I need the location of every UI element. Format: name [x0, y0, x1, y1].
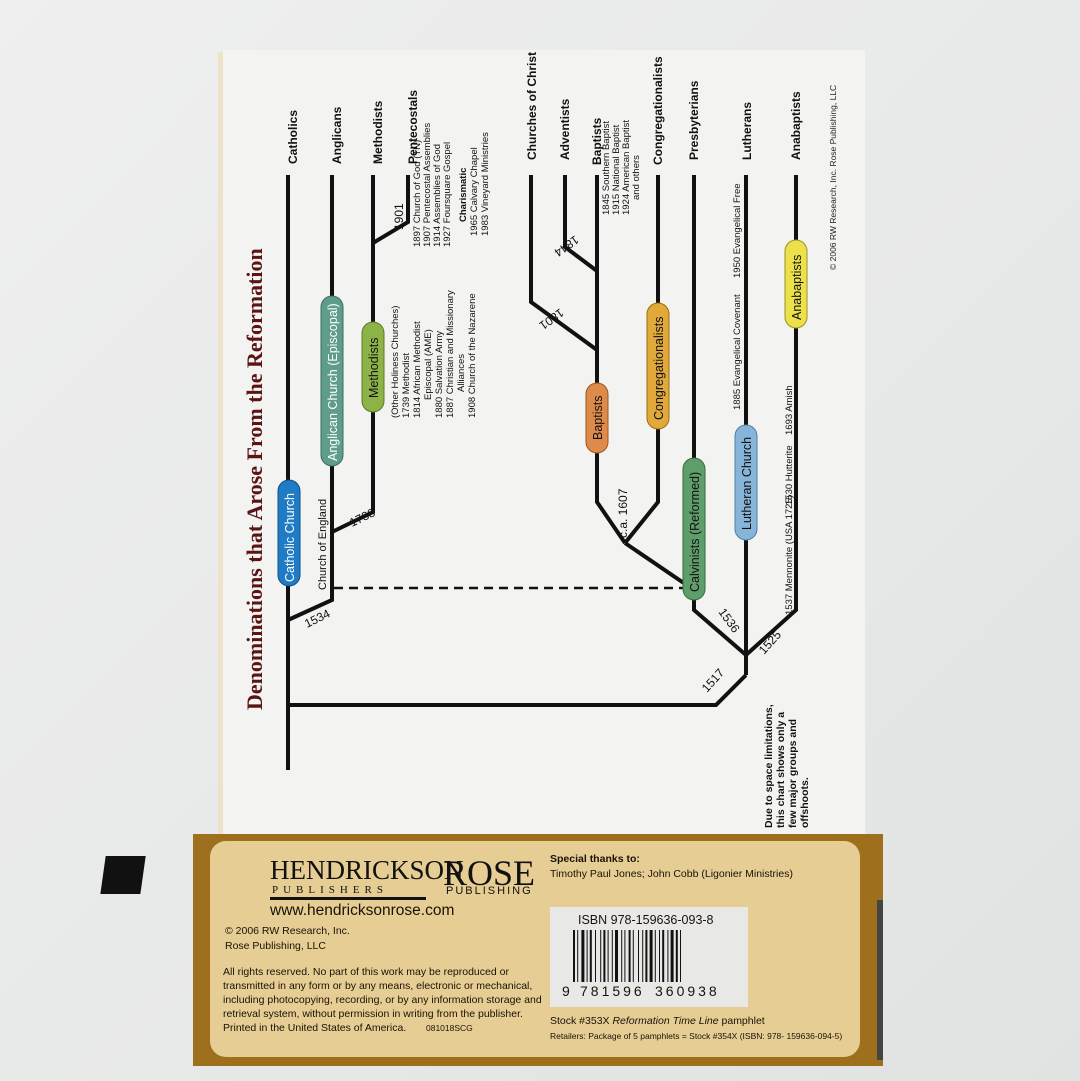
svg-text:Due to space limitations,: Due to space limitations, — [763, 704, 775, 828]
svg-text:1983 Vineyard Ministries: 1983 Vineyard Ministries — [480, 132, 491, 236]
svg-text:1897 Church of God (TN): 1897 Church of God (TN) — [412, 140, 423, 247]
label-lutherans: Lutherans — [740, 102, 754, 160]
lutheran-offshoots: 1885 Evangelical Covenant 1950 Evangelic… — [732, 183, 743, 410]
label-congregationalists: Congregationalists — [651, 56, 665, 165]
svg-text:Calvinists (Reformed): Calvinists (Reformed) — [688, 472, 702, 592]
svg-text:transmitted in any form or by: transmitted in any form or by any means,… — [223, 980, 532, 992]
barcode-group-1: 781596 — [580, 983, 645, 999]
pill-baptists: Baptists — [585, 382, 609, 454]
space-note: Due to space limitations, this chart sho… — [763, 704, 811, 828]
svg-text:Lutheran Church: Lutheran Church — [740, 437, 754, 530]
svg-text:Alliances: Alliances — [456, 354, 467, 392]
diagram-title: Denominations that Arose From the Reform… — [242, 248, 267, 710]
svg-text:1880 Salvation Army: 1880 Salvation Army — [434, 331, 445, 418]
retailers-line: Retailers: Package of 5 pamphlets = Stoc… — [550, 1031, 842, 1041]
svg-text:1537 Mennonite (USA 1725): 1537 Mennonite (USA 1725) — [784, 495, 795, 615]
label-baptists: Baptists — [590, 117, 604, 165]
svg-text:Charismatic: Charismatic — [458, 168, 469, 222]
svg-text:1915 National Baptist: 1915 National Baptist — [611, 124, 622, 215]
svg-text:Anglican Church (Episcopal): Anglican Church (Episcopal) — [326, 303, 340, 461]
pill-calvinists: Calvinists (Reformed) — [682, 457, 706, 601]
pill-anabaptists: Anabaptists — [784, 239, 808, 329]
svg-text:few major groups and: few major groups and — [787, 719, 799, 828]
pill-anglican-church: Anglican Church (Episcopal) — [320, 295, 344, 467]
svg-text:1885 Evangelical Covenant: 1885 Evangelical Covenant — [732, 294, 743, 410]
thanks-title: Special thanks to: — [550, 853, 640, 865]
svg-text:1814 African Methodist: 1814 African Methodist — [412, 321, 423, 418]
label-anabaptists: Anabaptists — [789, 91, 803, 160]
pamphlet-spine — [218, 52, 223, 842]
svg-text:1693 Amish: 1693 Amish — [784, 385, 795, 435]
copyright-line-1: © 2006 RW Research, Inc. — [225, 925, 350, 937]
title-text: Denominations that Arose From the Reform… — [242, 248, 267, 710]
label-methodists: Methodists — [371, 100, 385, 164]
anabaptist-offshoots: 1537 Mennonite (USA 1725) 1530 Hutterite… — [784, 385, 795, 615]
label-presbyterians: Presbyterians — [687, 80, 701, 160]
svg-text:offshoots.: offshoots. — [799, 777, 811, 828]
year-1901: 1901 — [392, 203, 406, 230]
svg-text:PUBLISHING: PUBLISHING — [446, 885, 533, 897]
svg-text:Congregationalists: Congregationalists — [652, 316, 666, 420]
label-anglicans: Anglicans — [330, 106, 344, 164]
svg-text:including photocopying, record: including photocopying, recording, or by… — [223, 994, 542, 1006]
website-link[interactable]: www.hendricksonrose.com — [269, 902, 454, 919]
svg-text:1887 Christian and Missionary: 1887 Christian and Missionary — [445, 290, 456, 418]
svg-text:All rights reserved. No part o: All rights reserved. No part of this wor… — [223, 966, 509, 978]
svg-text:PUBLISHERS: PUBLISHERS — [272, 884, 388, 896]
svg-text:Episcopal (AME): Episcopal (AME) — [423, 329, 434, 400]
year-1607: c.a. 1607 — [616, 488, 630, 538]
hendrickson-logo: H HENDRICKSON PUBLISHERS — [100, 855, 464, 900]
svg-text:and others: and others — [631, 155, 642, 200]
label-churches-of-christ: Churches of Christ — [525, 52, 539, 160]
svg-text:Anabaptists: Anabaptists — [790, 255, 804, 320]
copyright-line-2: Rose Publishing, LLC — [225, 940, 326, 952]
svg-text:081018SCG: 081018SCG — [426, 1023, 473, 1033]
svg-text:this chart shows only a: this chart shows only a — [775, 712, 787, 828]
pentecostal-offshoots: 1897 Church of God (TN) 1907 Pentecostal… — [412, 123, 491, 247]
label-catholics: Catholics — [286, 110, 300, 164]
svg-text:Methodists: Methodists — [367, 338, 381, 398]
side-copyright: © 2006 RW Research, Inc. Rose Publishing… — [828, 85, 838, 270]
svg-text:1907 Pentecostal Assemblies: 1907 Pentecostal Assemblies — [422, 123, 433, 247]
pamphlet-edge-shadow — [877, 900, 883, 1060]
svg-text:1924 American Baptist: 1924 American Baptist — [621, 120, 632, 215]
svg-text:Baptists: Baptists — [591, 396, 605, 440]
pill-lutheran-church: Lutheran Church — [734, 424, 758, 541]
svg-text:Catholic Church: Catholic Church — [283, 493, 297, 582]
rose-publishing-logo: ROSE PUBLISHING — [443, 853, 535, 897]
svg-text:ROSE: ROSE — [443, 853, 535, 893]
baptist-offshoots: 1845 Southern Baptist 1915 National Bapt… — [601, 120, 642, 215]
svg-text:Printed in the United States o: Printed in the United States of America. — [223, 1022, 406, 1034]
label-pentecostals: Pentecostals — [406, 90, 420, 164]
barcode-lead-digit: 9 — [562, 983, 570, 999]
stock-line: Stock #353X Reformation Time Line pamphl… — [550, 1015, 765, 1027]
pill-methodists: Methodists — [361, 321, 385, 413]
svg-text:1965 Calvary Chapel: 1965 Calvary Chapel — [469, 147, 480, 236]
svg-text:1845 Southern Baptist: 1845 Southern Baptist — [601, 121, 612, 215]
pill-catholic-church: Catholic Church — [277, 479, 301, 587]
svg-text:1908 Church of the Nazarene: 1908 Church of the Nazarene — [467, 293, 478, 418]
pill-congregationalists: Congregationalists — [646, 302, 670, 430]
svg-text:1927 Foursquare Gospel: 1927 Foursquare Gospel — [442, 142, 453, 247]
svg-text:retrieval system, without perm: retrieval system, without permission in … — [223, 1008, 523, 1020]
svg-text:1914 Assemblies of God: 1914 Assemblies of God — [432, 144, 443, 247]
barcode-group-2: 360938 — [655, 983, 720, 999]
label-adventists: Adventists — [558, 98, 572, 160]
thanks-names: Timothy Paul Jones; John Cobb (Ligonier … — [550, 868, 793, 880]
methodist-offshoots: (Other Holiness Churches) 1739 Methodist… — [390, 290, 478, 418]
svg-text:1530 Hutterite: 1530 Hutterite — [784, 445, 795, 505]
barcode — [573, 930, 681, 982]
svg-text:H: H — [234, 862, 256, 893]
note-church-of-england: Church of England — [317, 499, 329, 590]
svg-text:HENDRICKSON: HENDRICKSON — [270, 855, 464, 885]
isbn-text: ISBN 978-159636-093-8 — [578, 913, 714, 927]
svg-text:(Other Holiness Churches): (Other Holiness Churches) — [390, 306, 401, 418]
svg-text:1739 Methodist: 1739 Methodist — [401, 353, 412, 418]
svg-text:1950 Evangelical Free: 1950 Evangelical Free — [732, 183, 743, 278]
rights-text: All rights reserved. No part of this wor… — [223, 966, 542, 1034]
